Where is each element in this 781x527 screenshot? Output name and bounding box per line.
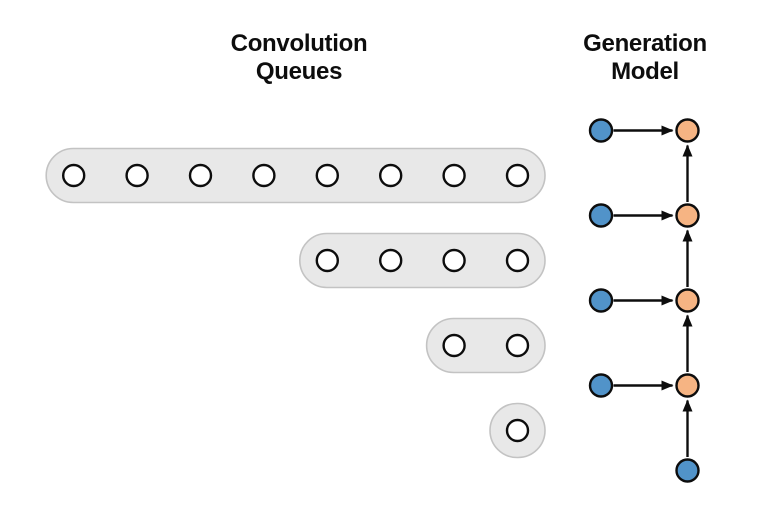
gen-output-node bbox=[675, 373, 700, 398]
queue-slot bbox=[505, 248, 530, 273]
queue-slot bbox=[505, 333, 530, 358]
queue-slot bbox=[61, 163, 86, 188]
queue-pill bbox=[425, 317, 546, 374]
queue-slot bbox=[442, 163, 466, 188]
queue-slot bbox=[252, 163, 276, 188]
gen-output-node bbox=[675, 203, 700, 228]
gen-output-node bbox=[675, 288, 700, 313]
title-convolution-queues: Convolution Queues bbox=[230, 30, 368, 85]
queue-slot bbox=[125, 163, 149, 188]
queue-pill bbox=[45, 147, 546, 204]
queue-slot bbox=[442, 333, 466, 358]
gen-input-node bbox=[588, 118, 614, 143]
queue-slot bbox=[505, 163, 530, 188]
gen-input-node bbox=[588, 288, 614, 313]
gen-output-node bbox=[675, 118, 700, 143]
gen-input-node bbox=[588, 373, 614, 398]
gen-input-node bbox=[588, 203, 614, 228]
queue-slot bbox=[379, 163, 403, 188]
title-generation-model: Generation Model bbox=[583, 30, 707, 85]
queue-slot bbox=[315, 248, 339, 273]
queue-slot bbox=[379, 248, 403, 273]
queue-slot bbox=[315, 163, 339, 188]
queue-slot bbox=[188, 163, 213, 188]
queue-pill bbox=[298, 232, 546, 289]
gen-seed-node bbox=[675, 458, 700, 483]
queue-slot bbox=[442, 248, 466, 273]
queue-slot bbox=[505, 418, 530, 443]
